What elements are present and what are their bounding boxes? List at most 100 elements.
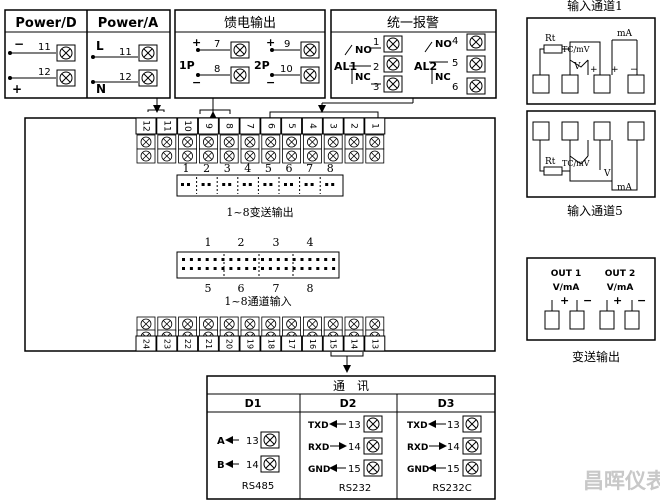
input-pin bbox=[316, 267, 320, 270]
bottom-terminal-17: 17 bbox=[281, 316, 303, 352]
input-pin bbox=[324, 258, 328, 261]
transmit-output-diagram: OUT 1 OUT 2 V/mA V/mA + − + − 变送输出 bbox=[526, 257, 656, 364]
alarm-term-1: 1 bbox=[373, 37, 379, 48]
input-pin bbox=[276, 258, 280, 261]
screw-icon bbox=[198, 134, 218, 150]
channel-terminal-box bbox=[593, 74, 611, 94]
comm-d2-14: 14 bbox=[348, 442, 361, 453]
tx-output-label: 1~8变送输出 bbox=[226, 205, 293, 219]
comm-title: 通 讯 bbox=[333, 379, 369, 393]
bottom-terminal-number: 18 bbox=[266, 339, 275, 349]
screw-icon bbox=[136, 134, 156, 150]
input-channel-5-diagram: Rt TC/mV mA V 输入通道5 bbox=[526, 110, 656, 218]
bottom-terminal-number: 19 bbox=[246, 339, 255, 349]
bottom-terminal-number: 14 bbox=[350, 339, 359, 349]
tx-pin-pair bbox=[284, 183, 293, 186]
alarm-term-4: 4 bbox=[452, 36, 458, 47]
comm-d3-15: 15 bbox=[447, 464, 460, 475]
power-a-n-label: N bbox=[96, 82, 106, 96]
top-terminal-number: 9 bbox=[203, 123, 213, 129]
transmit-out2-label: OUT 2 bbox=[605, 269, 636, 279]
input-pin bbox=[237, 258, 241, 261]
power-d-plus-label: + bbox=[12, 82, 22, 96]
top-terminal-number: 1 bbox=[369, 123, 379, 129]
screw-icon bbox=[219, 134, 239, 150]
alarm-term-6: 6 bbox=[452, 82, 458, 93]
input-pin bbox=[213, 258, 217, 261]
input-number-5: 5 bbox=[205, 282, 212, 295]
feed-term-7: 7 bbox=[214, 39, 220, 50]
transmit-plus-1: + bbox=[560, 294, 569, 307]
input-connector bbox=[182, 254, 336, 276]
screw-icon bbox=[323, 134, 343, 150]
feed-1p-label: 1P bbox=[179, 59, 195, 72]
tx-pin-pair bbox=[222, 183, 232, 186]
screw-icon bbox=[157, 134, 177, 150]
comm-d1-14: 14 bbox=[246, 460, 259, 471]
top-terminal-10: 10 bbox=[177, 117, 199, 164]
top-terminal-6: 6 bbox=[260, 117, 282, 164]
screw-icon bbox=[365, 134, 385, 150]
tx-number-4: 4 bbox=[244, 162, 251, 175]
power-d-minus-label: − bbox=[14, 37, 24, 51]
alarm-al1-nc: NC bbox=[355, 72, 371, 83]
bottom-terminal-22: 22 bbox=[177, 316, 199, 352]
channel-1-title: 输入通道1 bbox=[567, 0, 623, 13]
bottom-terminal-16: 16 bbox=[301, 316, 323, 352]
alarm-al2-nc: NC bbox=[435, 72, 451, 83]
feed-2p-plus: + bbox=[266, 36, 275, 49]
top-terminal-number: 11 bbox=[161, 120, 171, 131]
top-terminal-number: 12 bbox=[141, 120, 151, 131]
comm-d2-13: 13 bbox=[348, 420, 361, 431]
comm-d2: D2 bbox=[340, 397, 357, 410]
top-terminal-number: 10 bbox=[182, 120, 192, 132]
bottom-terminal-23: 23 bbox=[156, 316, 178, 352]
power-d-term-11: 11 bbox=[38, 42, 51, 53]
input-pin bbox=[182, 267, 185, 270]
input-pin bbox=[332, 267, 336, 270]
tx-pin-pair bbox=[263, 183, 273, 186]
input-pin bbox=[308, 267, 312, 270]
input-pin bbox=[197, 258, 201, 261]
tx-pin-pair bbox=[304, 183, 314, 186]
tx-output-connector bbox=[181, 177, 335, 194]
ch1-ma-label: mA bbox=[617, 29, 633, 39]
input-pin bbox=[261, 267, 264, 270]
channel-terminal-box bbox=[532, 74, 550, 94]
top-terminal-number: 8 bbox=[224, 123, 234, 129]
top-terminal-5: 5 bbox=[281, 117, 303, 164]
top-terminal-11: 11 bbox=[156, 117, 178, 164]
input-pin bbox=[284, 258, 288, 261]
transmit-plus-2: + bbox=[613, 294, 622, 307]
bottom-terminal-number: 24 bbox=[142, 339, 151, 349]
input-pin bbox=[205, 267, 209, 270]
input-pin bbox=[221, 258, 225, 261]
transmit-terminal-box bbox=[544, 310, 560, 330]
bottom-terminal-number: 22 bbox=[183, 339, 192, 349]
feed-term-9: 9 bbox=[284, 39, 290, 50]
input-channel-label: 1~8通道输入 bbox=[224, 294, 291, 308]
transmit-out1-label: OUT 1 bbox=[551, 269, 582, 279]
top-terminal-8: 8 bbox=[218, 117, 240, 164]
input-pin bbox=[213, 267, 217, 270]
input-number-3: 3 bbox=[273, 236, 280, 249]
comm-d2-gnd: GND bbox=[308, 465, 330, 475]
comm-rs232-label: RS232 bbox=[339, 483, 371, 494]
top-terminal-2: 2 bbox=[343, 117, 365, 164]
top-terminal-12: 12 bbox=[135, 117, 157, 164]
input-pin bbox=[284, 267, 288, 270]
input-pin bbox=[268, 267, 272, 270]
input-pin bbox=[229, 267, 233, 270]
screw-icon bbox=[178, 134, 198, 150]
comm-d3-rxd: RXD bbox=[407, 443, 428, 453]
power-a-l-label: L bbox=[96, 39, 104, 53]
channel-terminal-box bbox=[627, 121, 645, 141]
input-pin bbox=[189, 267, 193, 270]
input-number-2: 2 bbox=[238, 236, 245, 249]
channel-terminal-box bbox=[593, 121, 611, 141]
bottom-terminal-number: 16 bbox=[308, 339, 317, 349]
transmit-output-title: 变送输出 bbox=[572, 349, 620, 364]
tx-pin-pair bbox=[181, 183, 190, 186]
